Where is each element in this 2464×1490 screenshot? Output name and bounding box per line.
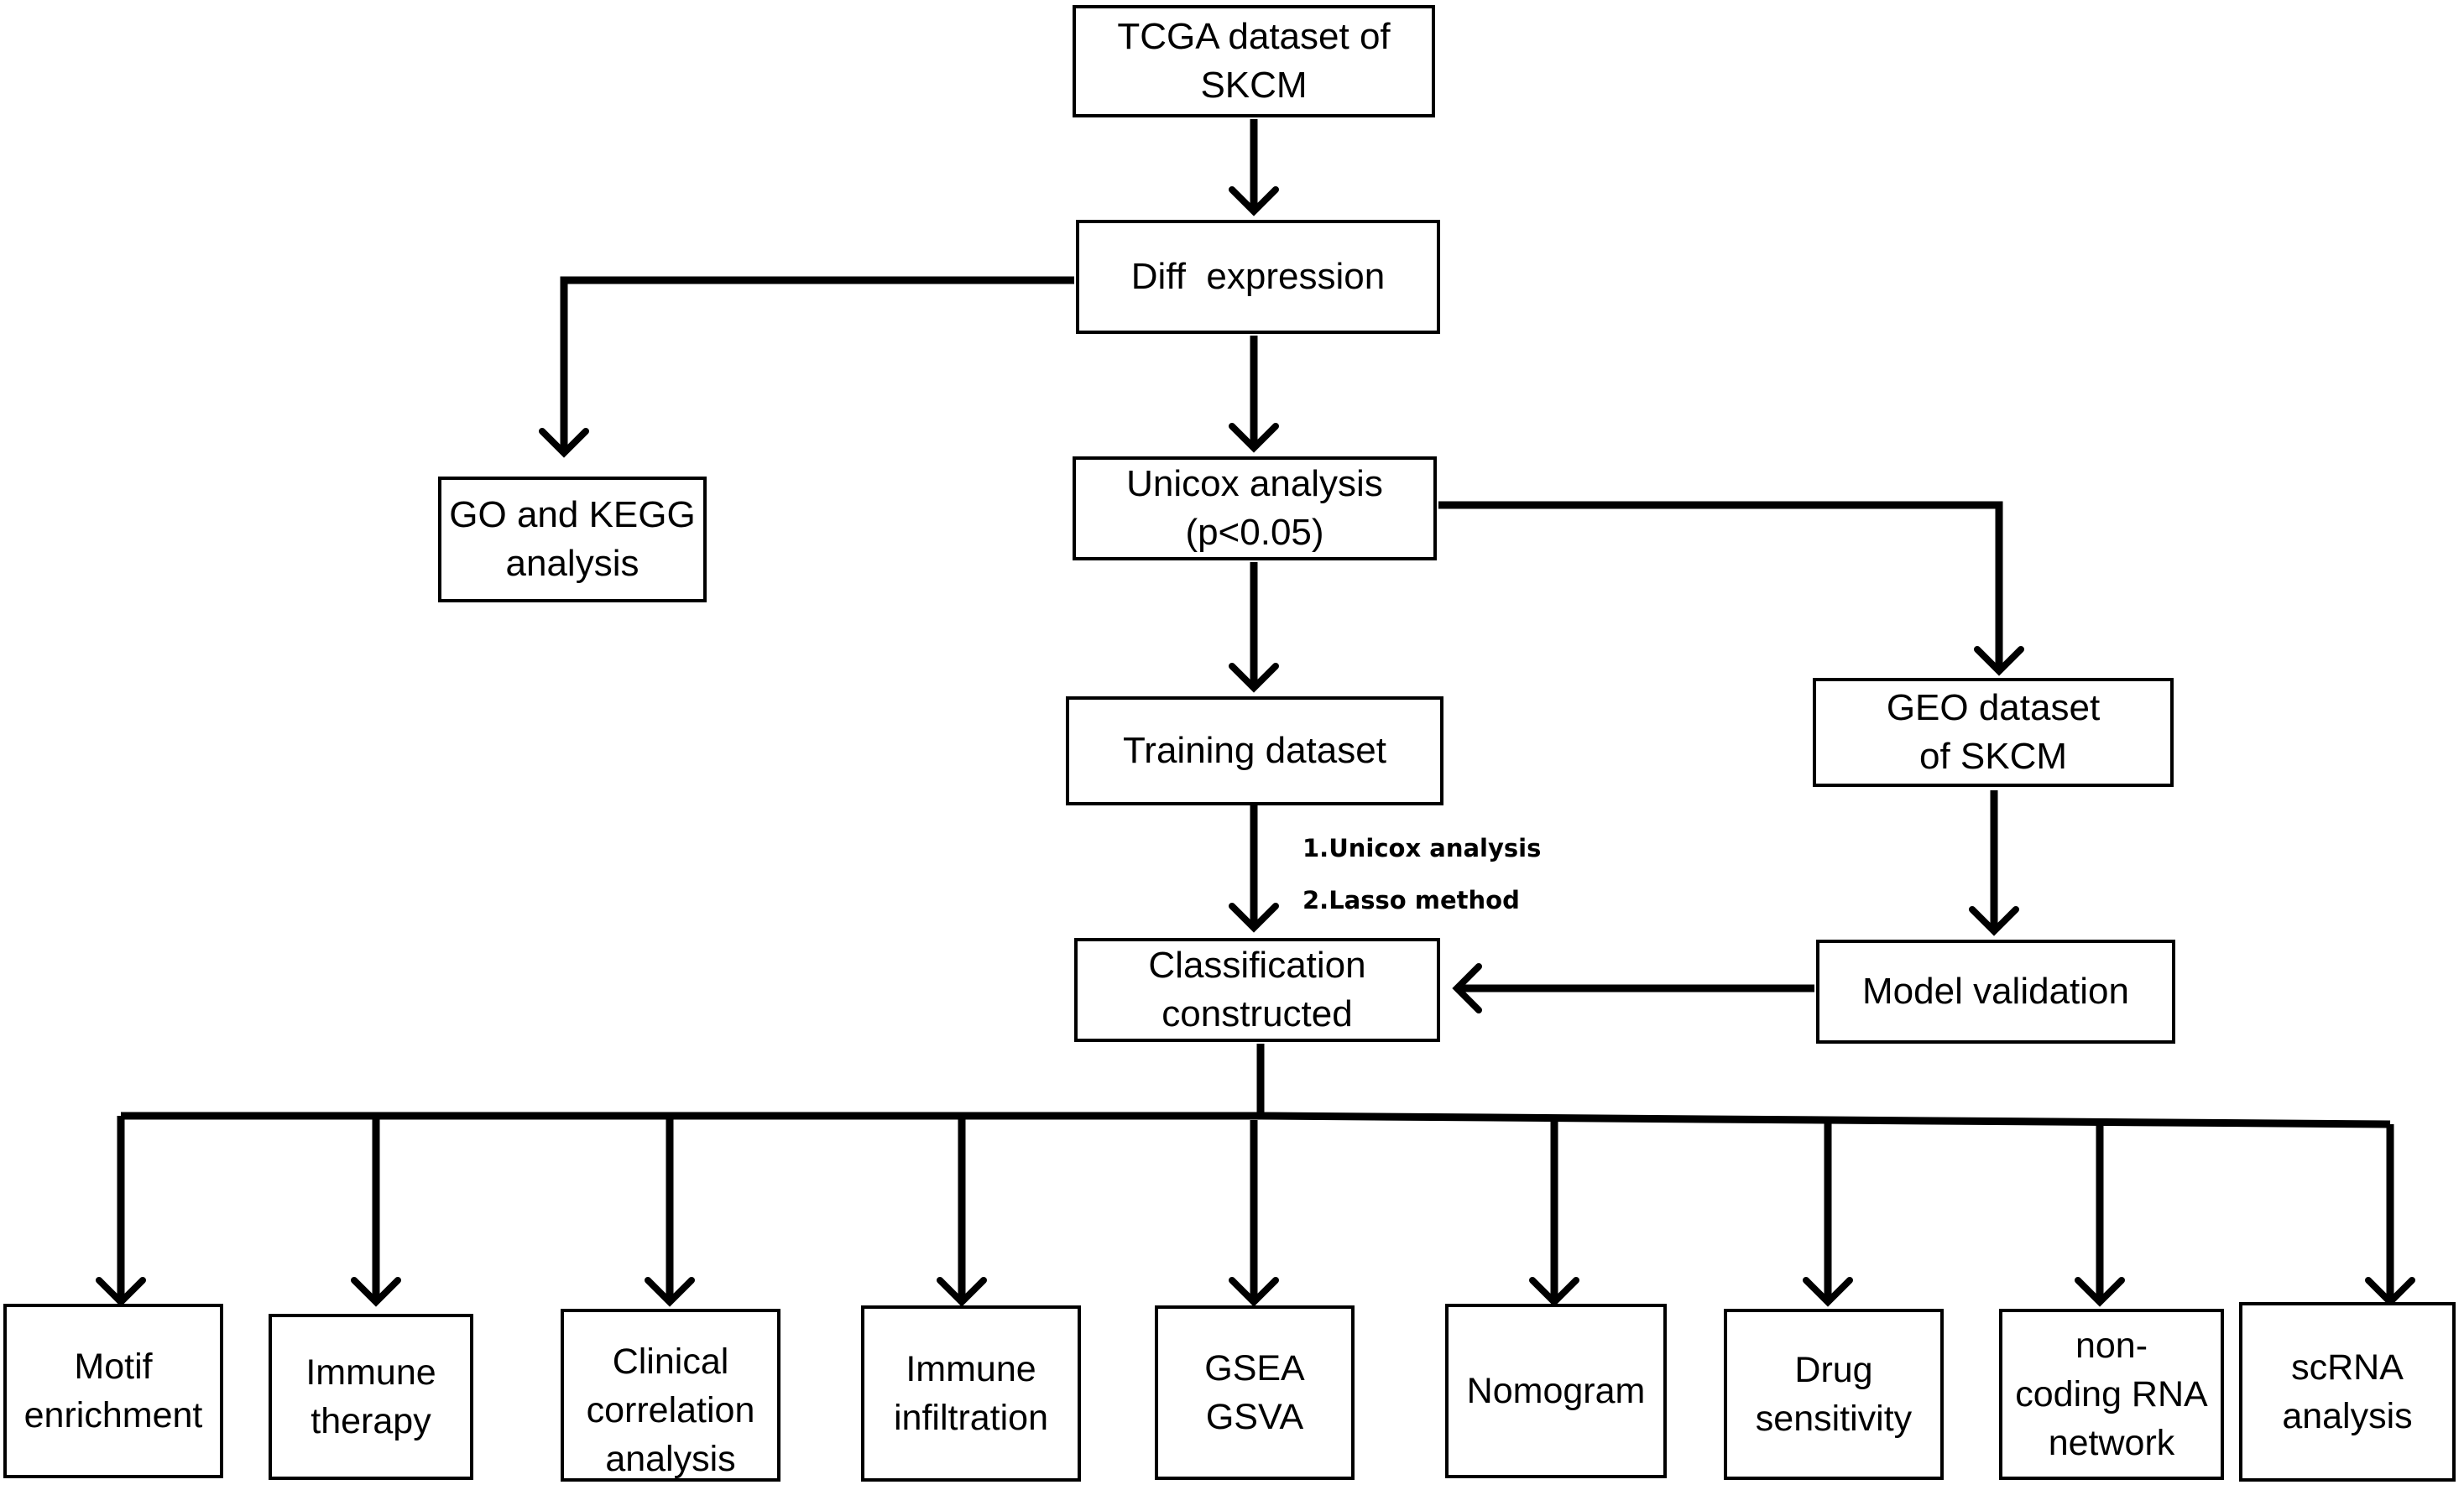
node-classification-constructed: Classification constructed [1074,938,1440,1042]
output-immune-infiltration-line-1: Immune [906,1349,1036,1389]
node-training-dataset: Training dataset [1066,696,1443,805]
node-tcga-line-1: TCGA dataset of [1117,16,1391,57]
arrow-to-output-2-head [351,1277,401,1307]
output-drug-line-1: Drug [1794,1350,1873,1390]
output-immune-therapy: Immune therapy [269,1314,473,1480]
node-unicox-analysis: Unicox analysis (p<0.05) [1073,456,1437,560]
output-motif-enrichment: Motif enrichment [3,1304,223,1478]
output-immune-therapy-line-2: therapy [311,1401,431,1441]
node-geo-line-2: of SKCM [1918,736,2068,777]
output-motif-line-2: enrichment [23,1395,203,1435]
connector-unicox-to-geo [1438,501,2003,669]
arrow-diff-to-go-head [539,428,589,458]
node-go-kegg-line-2: analysis [505,543,639,584]
arrow-training-to-classification-head [1229,903,1279,933]
output-scrna-analysis: scRNA analysis [2239,1302,2456,1482]
output-immune-infiltration: Immune infiltration [861,1305,1081,1482]
arrow-model-to-classification-head [1452,963,1482,1013]
node-unicox-line-1: Unicox analysis [1126,463,1383,504]
arrow-to-output-6-head [1529,1277,1579,1307]
node-training-line-1: Training dataset [1123,730,1386,771]
output-nomogram: Nomogram [1445,1304,1667,1478]
output-gsea-gsva: GSEA GSVA [1155,1305,1355,1480]
connector-diff-to-go [560,276,1074,451]
output-immune-therapy-line-1: Immune [305,1352,436,1393]
node-classification-line-2: constructed [1162,993,1353,1034]
node-go-kegg: GO and KEGG analysis [438,477,707,602]
arrow-to-output-5-head [1229,1277,1279,1307]
arrow-diff-to-unicox-head [1229,423,1279,453]
node-diff-line-1: Diff expression [1130,256,1386,297]
node-classification-line-1: Classification [1148,945,1366,986]
output-scrna-line-1: scRNA [2291,1347,2404,1388]
arrow-geo-to-model-validation-head [1969,906,2019,936]
output-nomogram-line-1: Nomogram [1466,1371,1646,1411]
node-model-validation-line-1: Model validation [1862,971,2129,1012]
arrow-to-output-8-head [2075,1277,2125,1307]
output-gsea-line-1: GSEA [1204,1348,1305,1388]
output-drug-line-2: sensitivity [1755,1399,1913,1439]
node-tcga-dataset: TCGA dataset of SKCM [1073,5,1435,117]
output-motif-line-1: Motif [74,1347,153,1387]
arrow-to-output-3-head [645,1277,695,1307]
output-clinical-line-2: correlation [586,1390,755,1430]
output-gsea-line-2: GSVA [1205,1397,1304,1437]
output-noncoding-line-1: non- [2075,1326,2148,1366]
node-geo-line-1: GEO dataset [1886,687,2101,728]
node-go-kegg-line-1: GO and KEGG [449,494,696,535]
connector-output-bus [121,1112,2391,1128]
output-clinical-correlation: Clinical correlation analysis [561,1309,780,1482]
node-diff-expression: Diff expression [1076,220,1440,334]
arrow-tcga-to-diff-head [1229,186,1279,216]
arrow-unicox-to-geo-head [1974,646,2024,676]
node-model-validation: Model validation [1816,940,2175,1044]
output-noncoding-line-2: coding RNA [2015,1374,2208,1414]
node-unicox-line-2: (p<0.05) [1185,512,1324,553]
arrow-to-output-1-head [96,1277,146,1307]
output-drug-sensitivity: Drug sensitivity [1724,1309,1944,1480]
edge-label-lasso: 2.Lasso method [1302,886,1520,914]
node-tcga-line-2: SKCM [1200,65,1308,106]
node-geo-dataset: GEO dataset of SKCM [1813,678,2174,787]
output-scrna-line-2: analysis [2282,1396,2413,1436]
output-clinical-line-3: analysis [605,1439,736,1479]
edge-label-unicox: 1.Unicox analysis [1302,834,1542,862]
output-immune-infiltration-line-2: infiltration [893,1398,1049,1438]
arrow-unicox-to-training-head [1229,663,1279,693]
output-clinical-line-1: Clinical [612,1342,729,1382]
arrow-to-output-4-head [937,1277,987,1307]
output-noncoding-rna-network: non- coding RNA network [1999,1309,2224,1480]
arrow-to-output-7-head [1803,1277,1853,1307]
output-noncoding-line-3: network [2048,1423,2175,1463]
